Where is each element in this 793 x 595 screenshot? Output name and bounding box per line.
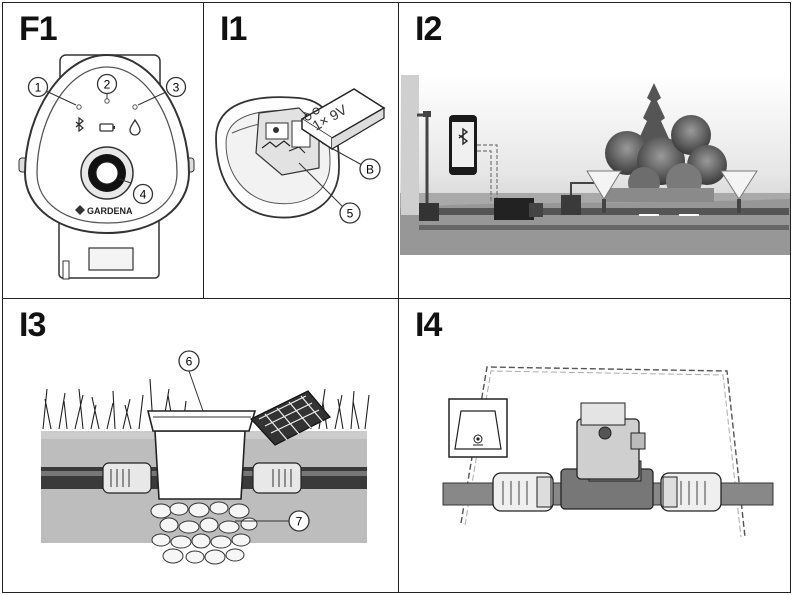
callout-2: 2	[96, 73, 118, 95]
pipe-coupling-right	[660, 472, 722, 512]
svg-text:3: 3	[173, 81, 180, 95]
bluetooth-icon	[75, 116, 85, 133]
callout-6: 6	[178, 350, 200, 372]
gardena-logo: GARDENA	[75, 205, 133, 216]
solar-panel-icon	[250, 390, 331, 446]
pipe-coupling-left	[492, 472, 554, 512]
panel-i1-label: I1	[220, 10, 247, 48]
valve-icon	[419, 198, 543, 221]
svg-text:7: 7	[296, 515, 303, 529]
callout-4: 4	[132, 183, 154, 205]
battery-icon	[99, 123, 115, 132]
panel-i3: I3	[2, 298, 399, 593]
valve-box-icon	[146, 410, 257, 500]
valve-box-installation-illustration: 6 7	[41, 350, 370, 565]
svg-text:6: 6	[186, 355, 193, 369]
battery-9v: 1× 9V	[300, 88, 386, 151]
shrubbery	[604, 83, 727, 202]
svg-text:2: 2	[104, 78, 111, 92]
svg-text:1: 1	[35, 81, 42, 95]
panel-i2-label: I2	[415, 10, 442, 48]
device-front-illustration: GARDENA 1 2 3 4	[18, 53, 195, 280]
callout-b: B	[359, 158, 381, 180]
valve-assembly-illustration	[442, 366, 774, 538]
pipe-coupling-left	[102, 462, 152, 494]
pipe-coupling-right	[252, 462, 302, 494]
callout-3: 3	[165, 76, 187, 98]
panel-f1-label: F1	[19, 10, 58, 48]
garden-installation-illustration	[400, 75, 790, 255]
callout-7: 7	[288, 510, 310, 532]
gravel	[150, 501, 258, 565]
svg-text:B: B	[366, 163, 374, 177]
panel-i4-label: I4	[415, 306, 442, 344]
bluetooth-icon	[458, 127, 469, 146]
callout-5: 5	[339, 202, 361, 224]
smartphone-icon	[449, 115, 477, 175]
svg-text:5: 5	[347, 207, 354, 221]
panel-i3-label: I3	[19, 306, 46, 344]
valve-icon	[560, 402, 654, 510]
svg-text:GARDENA: GARDENA	[87, 206, 133, 216]
callout-1: 1	[27, 76, 49, 98]
panel-i2: I2	[398, 2, 791, 299]
sprinkler-icon	[586, 170, 758, 213]
manual-button	[80, 146, 134, 200]
battery-insertion-illustration: 1× 9V B 5	[215, 88, 386, 224]
water-drop-icon	[129, 118, 141, 136]
panel-i4: I4	[398, 298, 791, 593]
svg-text:4: 4	[140, 188, 147, 202]
detail-inset	[448, 398, 508, 458]
panel-i1: I1 1× 9V	[203, 2, 399, 299]
tap-icon	[417, 111, 431, 203]
panel-f1: F1	[2, 2, 204, 299]
